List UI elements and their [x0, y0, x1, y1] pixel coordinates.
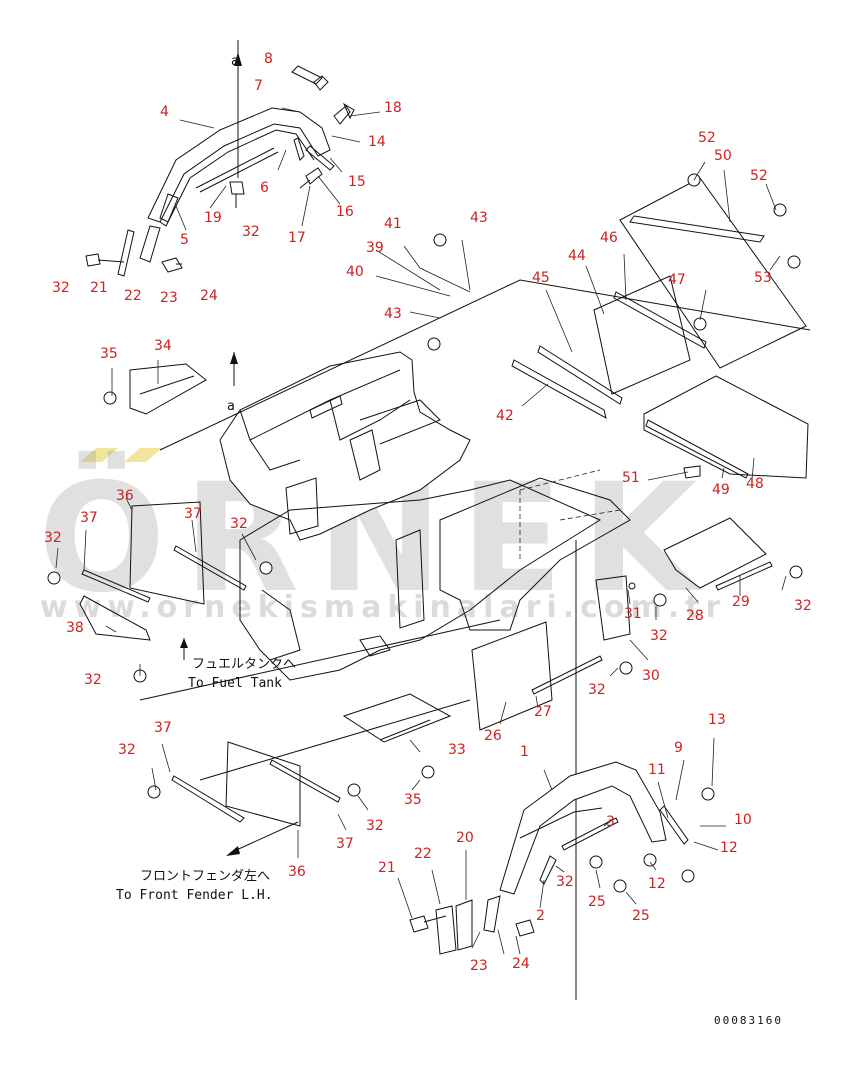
part-number-label: 5	[180, 232, 189, 248]
part-number-label: 37	[336, 836, 354, 852]
part-number-label: 32	[44, 530, 62, 546]
part-number-label: 32	[242, 224, 260, 240]
part-number-label: 22	[124, 288, 142, 304]
part-number-label: 44	[568, 248, 586, 264]
fuel-tank-jp-label: フュエルタンクへ	[192, 657, 296, 672]
part-number-label: 31	[624, 606, 642, 622]
part-number-label: 10	[734, 812, 752, 828]
part-number-label: 45	[532, 270, 550, 286]
main-frame-body	[219, 351, 631, 1000]
part-number-label: 32	[794, 598, 812, 614]
part-number-label: 18	[384, 100, 402, 116]
front-fender-en-label: To Front Fender L.H.	[116, 888, 273, 903]
part-number-label: 14	[368, 134, 386, 150]
part-number-label: 27	[534, 704, 552, 720]
part-number-label: 49	[712, 482, 730, 498]
part-number-label: 35	[404, 792, 422, 808]
part-number-label: 15	[348, 174, 366, 190]
part-number-label: 21	[378, 860, 396, 876]
part-number-label: 50	[714, 148, 732, 164]
part-number-label: 21	[90, 280, 108, 296]
part-number-label: 11	[648, 762, 666, 778]
part-number-label: 7	[254, 78, 263, 94]
part-number-label: 36	[116, 488, 134, 504]
part-number-label: 41	[384, 216, 402, 232]
part-number-label: 53	[754, 270, 772, 286]
part-number-label: 28	[686, 608, 704, 624]
part-number-label: 2	[536, 908, 545, 924]
part-number-label: 23	[160, 290, 178, 306]
part-number-label: 40	[346, 264, 364, 280]
part-number-label: 32	[84, 672, 102, 688]
part-number-label: 52	[698, 130, 716, 146]
part-number-label: 32	[588, 682, 606, 698]
part-number-label: 34	[154, 338, 172, 354]
part-number-label: 46	[600, 230, 618, 246]
part-number-label: 30	[642, 668, 660, 684]
part-number-label: 17	[288, 230, 306, 246]
watermark-accent-icon	[80, 448, 162, 462]
part-number-label: 35	[100, 346, 118, 362]
part-number-label: 26	[484, 728, 502, 744]
part-number-label: 37	[154, 720, 172, 736]
part-number-label: 4	[160, 104, 169, 120]
part-number-label: 33	[448, 742, 466, 758]
part-number-label: 25	[588, 894, 606, 910]
part-number-label: 24	[512, 956, 530, 972]
part-number-label: 9	[674, 740, 683, 756]
leader-lines	[55, 107, 787, 955]
part-number-label: 12	[648, 876, 666, 892]
part-number-label: 37	[80, 510, 98, 526]
part-number-label: 6	[260, 180, 269, 196]
part-number-label: 32	[366, 818, 384, 834]
part-number-label: 25	[632, 908, 650, 924]
part-number-label: 8	[264, 51, 273, 67]
part-number-label: 47	[668, 272, 686, 288]
watermark-url: www.ornekismakinalari.com.tr	[40, 590, 726, 625]
part-number-label: 37	[184, 506, 202, 522]
part-number-label: 3	[606, 814, 615, 830]
part-number-label: 48	[746, 476, 764, 492]
part-number-label: 23	[470, 958, 488, 974]
part-number-label: 12	[720, 840, 738, 856]
part-number-label: 19	[204, 210, 222, 226]
part-number-label: 43	[470, 210, 488, 226]
fuel-tank-en-label: To Fuel Tank	[188, 676, 282, 691]
part-number-label: 20	[456, 830, 474, 846]
part-number-label: 32	[118, 742, 136, 758]
part-number-label: 32	[52, 280, 70, 296]
part-number-label: 22	[414, 846, 432, 862]
part-number-label: 38	[66, 620, 84, 636]
arrow-a-mid-label: a	[227, 399, 235, 414]
direction-arrows	[139, 279, 811, 856]
lower-cover-panels	[79, 363, 773, 827]
rear-fender-rh-assembly	[85, 40, 355, 277]
drawing-code: 00083160	[714, 1014, 783, 1027]
part-number-label: 42	[496, 408, 514, 424]
part-number-label: 39	[366, 240, 384, 256]
part-number-label: 36	[288, 864, 306, 880]
arrow-a-top-label: a	[231, 54, 239, 69]
part-number-label: 51	[622, 470, 640, 486]
part-number-label: 16	[336, 204, 354, 220]
part-number-label: 1	[520, 744, 529, 760]
part-number-label: 29	[732, 594, 750, 610]
part-number-label: 32	[556, 874, 574, 890]
part-number-label: 24	[200, 288, 218, 304]
part-number-label: 43	[384, 306, 402, 322]
part-number-label: 32	[650, 628, 668, 644]
rear-cover-panels	[511, 177, 809, 479]
front-fender-jp-label: フロントフェンダ左へ	[140, 869, 270, 884]
rear-fender-lh-assembly	[409, 761, 689, 955]
part-number-label: 52	[750, 168, 768, 184]
part-number-label: 32	[230, 516, 248, 532]
part-number-label: 13	[708, 712, 726, 728]
